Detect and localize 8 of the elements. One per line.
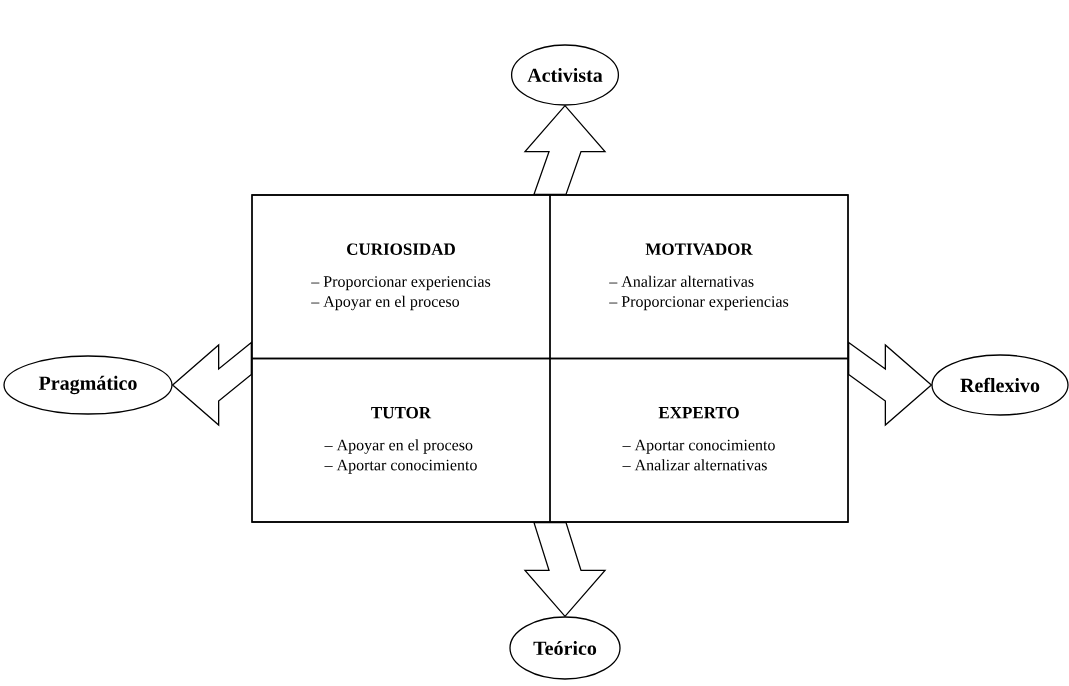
hollow-arrow <box>171 341 252 427</box>
hollow-arrow <box>848 341 933 427</box>
quadrant-box: EXPERTO – Aportar conocimiento – Analizar alternativas <box>549 357 849 523</box>
quadrant-box: CURIOSIDAD – Proporcionar experiencias – Apoyar en el proceso <box>251 194 551 360</box>
hollow-arrow <box>523 522 607 618</box>
hollow-arrow <box>523 104 607 195</box>
quadrant-box: TUTOR – Apoyar en el proceso – Aportar conocimiento <box>251 357 551 523</box>
quadrant-box: MOTIVADOR – Analizar alternativas – Proporcionar experiencias <box>549 194 849 360</box>
